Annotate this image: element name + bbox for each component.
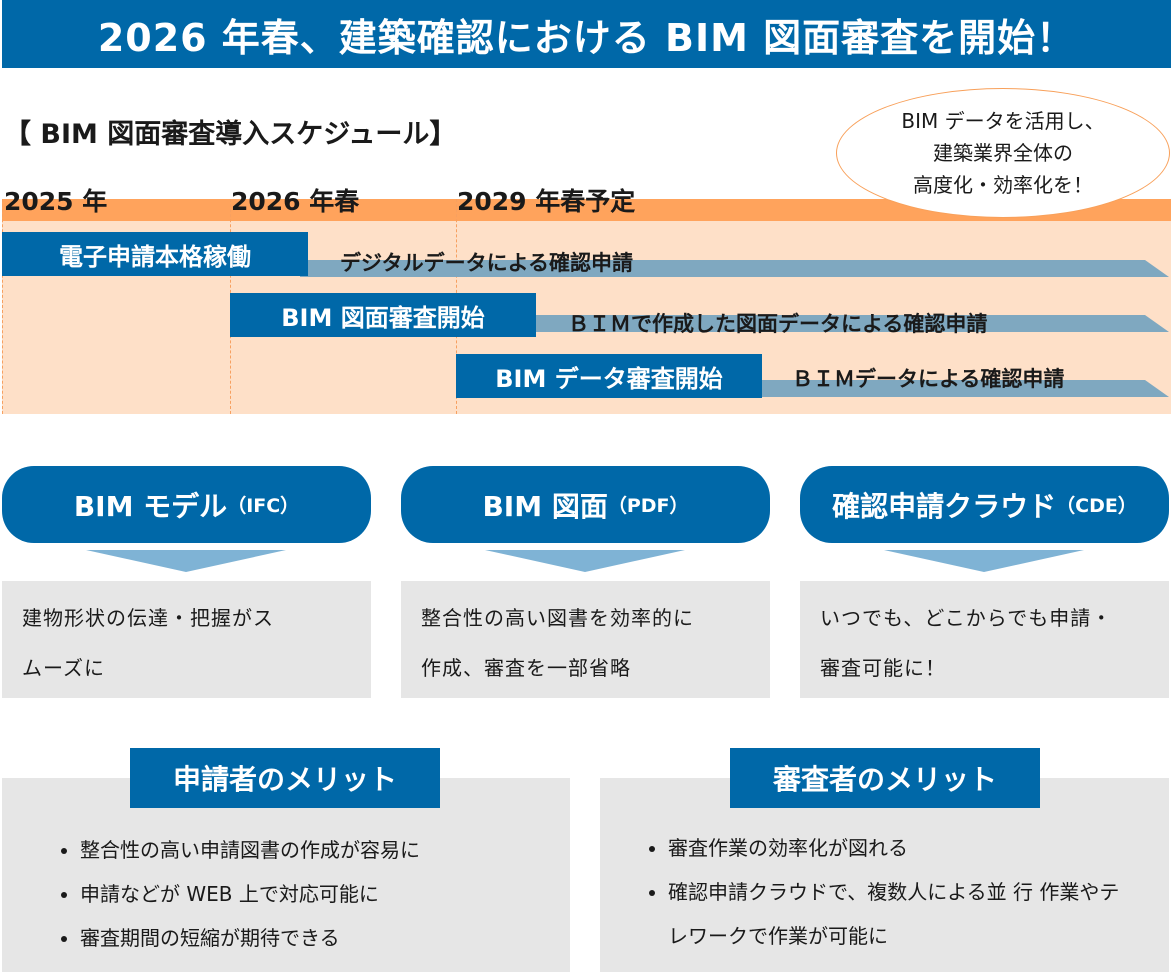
card-desc: いつでも、どこからでも申請・審査可能に！ (800, 581, 1169, 698)
merit-item: 整合性の高い申請図書の作成が容易に (80, 828, 420, 872)
bubble-line: BIM データを活用し、 (901, 109, 1105, 133)
card-sub: （CDE） (1056, 495, 1137, 517)
merit-item: 審査期間の短縮が期待できる (80, 916, 420, 960)
card-title-bim-model: BIM モデル（IFC） (2, 466, 371, 543)
card-title: BIM モデル (73, 489, 228, 523)
applicant-merits-box: 整合性の高い申請図書の作成が容易に 申請などが WEB 上で対応可能に 審査期間… (2, 778, 570, 972)
down-arrow-icon (485, 550, 685, 572)
reviewer-merits-box: 審査作業の効率化が図れる 確認申請クラウドで、複数人による並 行 作業やテレワー… (600, 778, 1169, 972)
timeline-bar (300, 260, 1169, 277)
milestone-desc: ＢＩＭで作成した図面データによる確認申請 (568, 312, 988, 336)
down-arrow-icon (86, 550, 286, 572)
bubble-line: 建築業界全体の (933, 141, 1073, 165)
card-title: 確認申請クラウド (832, 489, 1057, 523)
milestone-box: BIM データ審査開始 (456, 354, 762, 398)
divider (2, 199, 3, 414)
card-title: BIM 図面 (482, 489, 608, 523)
year-label: 2029 年春予定 (457, 187, 636, 216)
milestone-box: BIM 図面審査開始 (230, 293, 536, 337)
card-title-cloud: 確認申請クラウド（CDE） (800, 466, 1169, 543)
card-sub: （PDF） (607, 495, 689, 517)
desc-line: 審査可能に！ (820, 656, 946, 680)
desc-line: 整合性の高い図書を効率的に (421, 606, 694, 630)
bubble-line: 高度化・効率化を！ (913, 173, 1093, 197)
speech-bubble: BIM データを活用し、 建築業界全体の 高度化・効率化を！ (836, 88, 1170, 218)
timeline-band (2, 199, 1171, 221)
milestone-box: 電子申請本格稼働 (2, 232, 308, 276)
applicant-merits-title: 申請者のメリット (130, 748, 440, 808)
timeline-bar (530, 315, 1169, 332)
timeline-bar (756, 380, 1169, 397)
desc-line: いつでも、どこからでも申請・ (820, 606, 1113, 630)
year-label: 2025 年 (4, 187, 108, 216)
desc-line: 作成、審査を一部省略 (421, 656, 631, 680)
schedule-heading: 【 BIM 図面審査導入スケジュール】 (4, 119, 457, 150)
merit-item: 申請などが WEB 上で対応可能に (80, 872, 420, 916)
main-title: 2026 年春、建築確認における BIM 図面審査を開始！ (2, 0, 1171, 68)
year-label: 2026 年春 (231, 187, 360, 216)
card-title-bim-drawing: BIM 図面（PDF） (401, 466, 770, 543)
reviewer-merits-title: 審査者のメリット (730, 748, 1040, 808)
down-arrow-icon (884, 550, 1084, 572)
merit-item: 審査作業の効率化が図れる (668, 826, 1138, 870)
milestone-desc: デジタルデータによる確認申請 (340, 251, 633, 275)
milestone-desc: ＢＩＭデータによる確認申請 (792, 367, 1065, 391)
merit-item: 確認申請クラウドで、複数人による並 行 作業やテレワークで作業が可能に (668, 870, 1138, 958)
card-desc: 整合性の高い図書を効率的に作成、審査を一部省略 (401, 581, 770, 698)
desc-line: 建物形状の伝達・把握がス (22, 606, 274, 630)
card-desc: 建物形状の伝達・把握がスムーズに (2, 581, 371, 698)
card-sub: （IFC） (227, 495, 300, 517)
desc-line: ムーズに (22, 656, 105, 680)
